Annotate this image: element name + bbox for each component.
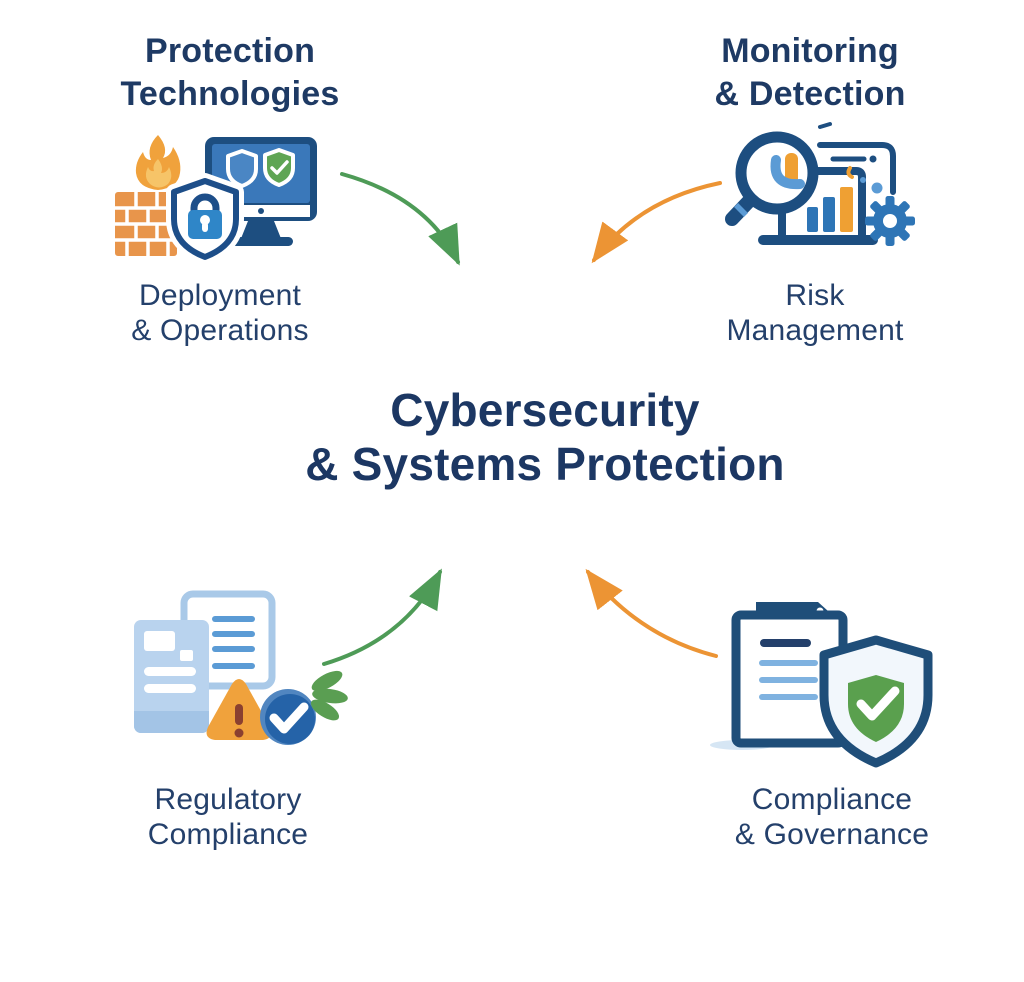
check-circle-icon [260, 689, 316, 745]
label-line: Risk [785, 279, 845, 312]
firewall-icon [115, 192, 177, 256]
compliance-governance-icon [710, 602, 933, 768]
label-line: Compliance [751, 783, 913, 816]
warning-icon [206, 679, 272, 740]
center-title-line2: & Systems Protection [305, 437, 785, 490]
arrow-top-right-to-center [591, 181, 722, 264]
label-line: Compliance [147, 818, 309, 852]
label-regulatory-compliance: Regulatory Compliance [68, 782, 388, 853]
heading-line: Protection [144, 32, 316, 70]
heading-line: Monitoring [721, 32, 899, 70]
label-line: & Operations [131, 314, 309, 348]
magnifier-icon [725, 131, 819, 226]
protection-technologies-icon [115, 135, 317, 265]
heading-line: & Detection [714, 74, 906, 113]
heading-protection-technologies: Protection Technologies [60, 30, 400, 116]
heading-line: Technologies [120, 74, 340, 113]
arrow-bottom-right-to-center [585, 568, 718, 658]
label-compliance-governance: Compliance & Governance [672, 782, 992, 853]
decoration-dots [846, 166, 883, 194]
browser-window-icon [817, 122, 896, 195]
label-risk-management: Risk Management [660, 278, 970, 349]
label-line: & Governance [734, 818, 930, 852]
label-line: Deployment [138, 279, 302, 312]
regulatory-compliance-icon [134, 590, 348, 745]
gear-icon [865, 196, 915, 246]
label-line: Regulatory [154, 783, 302, 816]
shield-check-icon [263, 148, 295, 187]
flame-icon [135, 135, 181, 190]
arrow-top-left-to-center [340, 172, 460, 266]
center-title: Cybersecurity & Systems Protection [112, 384, 978, 492]
lock-shield-icon [166, 173, 244, 265]
label-line: Management [726, 314, 904, 348]
label-deployment-operations: Deployment & Operations [60, 278, 380, 349]
leaf-icon [310, 670, 348, 721]
form-document-icon [134, 620, 209, 733]
shield-outline-icon [226, 149, 258, 188]
monitoring-detection-icon [725, 122, 915, 246]
center-title-line1: Cybersecurity [390, 384, 700, 436]
shield-check-icon [819, 635, 933, 768]
heading-monitoring-detection: Monitoring & Detection [660, 30, 960, 116]
